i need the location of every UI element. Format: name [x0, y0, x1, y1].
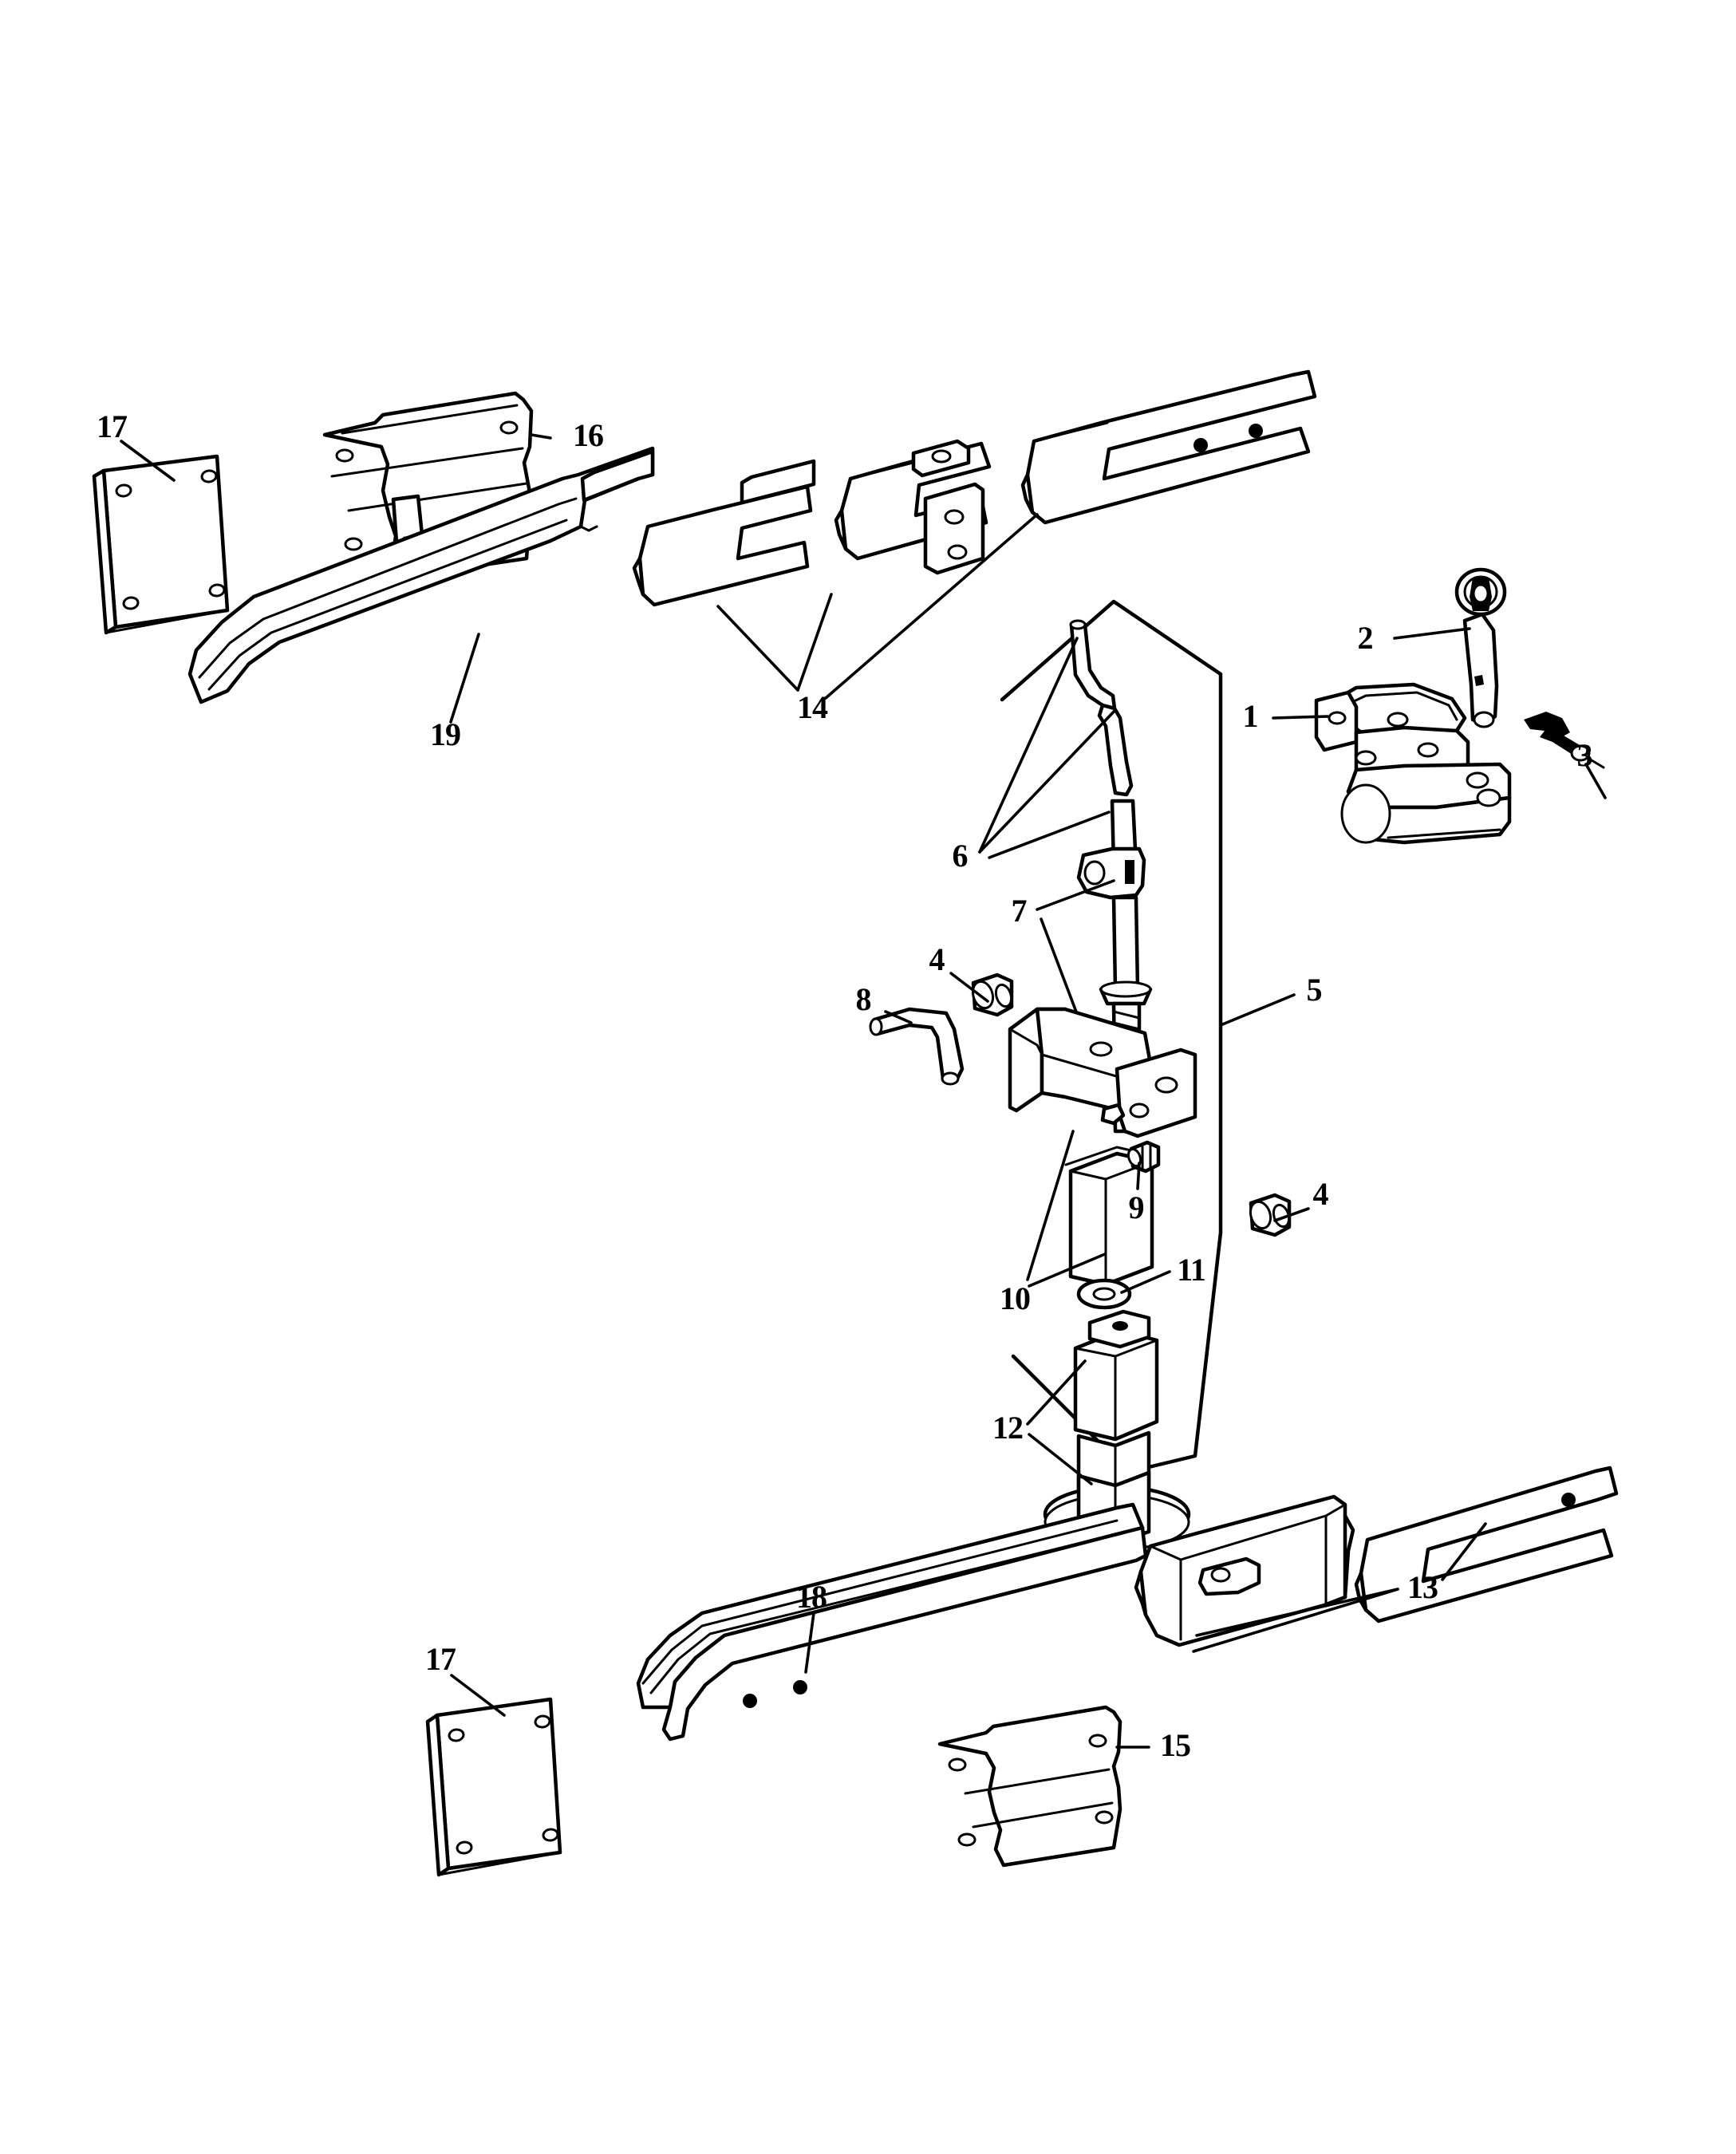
callout-lower-cover-plate-formed: 15	[1160, 1727, 1191, 1763]
callout-lower-frame-channel-long: 18	[796, 1579, 827, 1615]
callout-flat-cover-plate-upper: 17	[97, 408, 128, 444]
callout-set-screw: 9	[1128, 1189, 1145, 1225]
part-4-spacer-lower	[1249, 1193, 1310, 1237]
part-17-lower-flat-plate	[425, 1674, 562, 1877]
part-15-lower-formed-plate	[937, 1705, 1150, 1868]
part-8-pin-handle	[869, 1007, 965, 1086]
part-1-hitch-coupler	[1272, 682, 1512, 845]
callout-hitch-coupler: 1	[1242, 698, 1259, 734]
part-2-latch-handle	[1393, 567, 1507, 728]
callout-upper-frame-rail-sections: 14	[797, 689, 828, 725]
part-14-upper-rail-sections	[632, 369, 1317, 700]
callout-jack-outer-tube: 10	[1000, 1280, 1031, 1316]
part-13-lower-rail-sections	[1134, 1466, 1619, 1653]
part-4-spacer-upper	[949, 972, 1014, 1017]
part-19-upper-channel	[187, 446, 655, 724]
callout-cotter-pin: 3	[1576, 737, 1593, 773]
callout-jack-pin-handle: 8	[855, 981, 872, 1017]
callout-upper-frame-channel-long: 19	[430, 716, 461, 752]
callout-crank-handle: 6	[952, 838, 969, 874]
part-9-set-screw	[1126, 1140, 1161, 1190]
callout-flat-washer: 11	[1177, 1252, 1206, 1288]
part-3-cotter-pin	[1524, 712, 1607, 799]
callout-upper-cover-plate-formed: 16	[573, 417, 604, 453]
callout-flat-cover-plate-lower: 17	[425, 1641, 456, 1677]
callout-jack-screw-shaft: 7	[1011, 893, 1028, 929]
part-17-upper-flat-plate	[92, 440, 230, 635]
callout-coupler-latch-handle: 2	[1357, 620, 1374, 656]
part-11-flat-washer	[1076, 1270, 1171, 1310]
callout-jack-inner-tube-and-foot: 12	[992, 1410, 1024, 1446]
callout-jack-assembly-group: 5	[1306, 972, 1323, 1008]
part-18-lower-channel	[636, 1502, 1148, 1742]
callout-spacer-bushing-lower: 4	[1312, 1176, 1329, 1212]
callout-spacer-bushing-upper: 4	[929, 941, 945, 977]
part-6-crank-handle	[978, 619, 1134, 859]
part-10-jack-outer-tube	[1008, 1007, 1197, 1288]
callout-lower-frame-rail-sections: 13	[1407, 1569, 1438, 1605]
